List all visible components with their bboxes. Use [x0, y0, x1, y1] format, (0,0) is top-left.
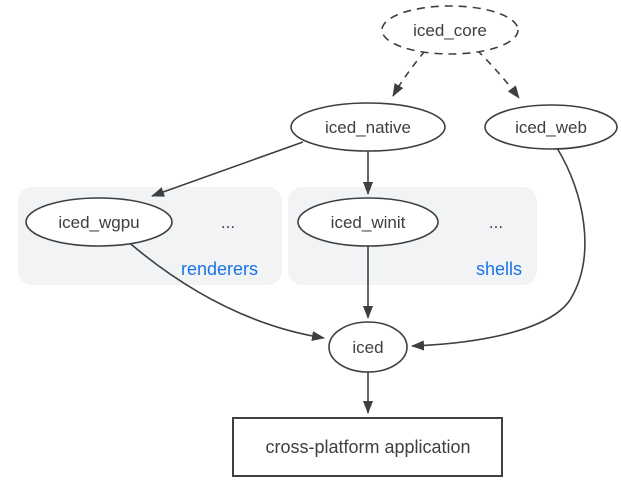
edge-iced-wgpu-to-iced	[125, 239, 325, 342]
node-iced-core-label: iced_core	[413, 21, 487, 40]
edge-iced-web-to-iced	[411, 147, 586, 351]
renderers-ellipsis: ...	[221, 213, 235, 232]
group-label-shells: shells	[476, 259, 522, 279]
node-iced-native-label: iced_native	[325, 118, 411, 137]
edge-iced-core-to-iced-native	[392, 50, 426, 97]
node-iced-web	[484, 104, 618, 150]
node-iced-core	[381, 5, 519, 55]
node-iced	[328, 321, 408, 373]
shells-ellipsis: ...	[489, 213, 503, 232]
node-iced-winit	[297, 197, 439, 247]
edge-iced-native-to-iced-wgpu	[151, 141, 304, 197]
node-cross-platform-application-label: cross-platform application	[265, 437, 470, 457]
node-iced-winit-label: iced_winit	[331, 213, 406, 232]
node-iced-web-label: iced_web	[515, 118, 587, 137]
node-iced-label: iced	[352, 338, 383, 357]
group-label-renderers: renderers	[181, 259, 258, 279]
edge-iced-core-to-iced-web	[476, 49, 520, 99]
node-iced-wgpu-label: iced_wgpu	[58, 213, 139, 232]
node-iced-wgpu	[25, 197, 173, 247]
node-cross-platform-application	[232, 417, 503, 477]
node-iced-native	[290, 102, 446, 152]
